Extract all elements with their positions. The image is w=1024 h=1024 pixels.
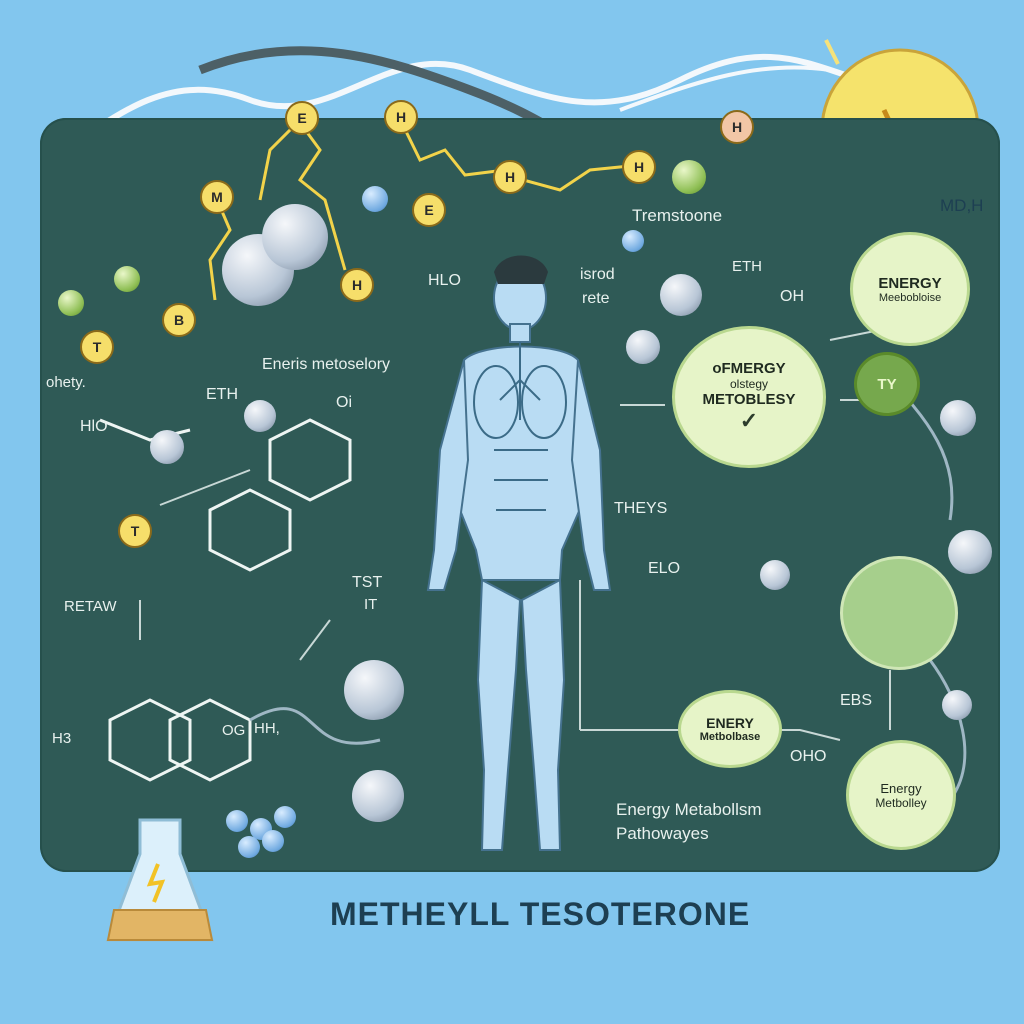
bubble-line: ENERY (706, 715, 754, 731)
bubble-green-cell (840, 556, 958, 670)
human-figure (426, 255, 612, 851)
label-og: OG (222, 722, 246, 739)
label-enerig: Eneris metoselory (262, 356, 391, 373)
atom-m: M (200, 180, 234, 214)
label-oho: OHO (790, 748, 827, 765)
label-oi: Oi (336, 394, 352, 411)
molecule-ball (238, 836, 260, 858)
atom-h: H (720, 110, 754, 144)
bubble-line: Energy (880, 780, 922, 796)
label-h3: H3 (52, 730, 72, 747)
molecule-ball (942, 690, 972, 720)
label-theys: THEYS (614, 500, 668, 517)
bubble-line: TY (877, 375, 897, 393)
bubble-line: METOBLESY (702, 391, 796, 408)
atom-b: B (162, 303, 196, 337)
molecule-ball (362, 186, 388, 212)
bubble-line: olstegy (729, 377, 769, 391)
atom-h: H (493, 160, 527, 194)
bubble-energy-bottom: Energy Metbolley (846, 740, 956, 850)
atom-e: E (412, 193, 446, 227)
bubble-energy-metobolesy: oFMERGY olstegy METOBLESY ✓ (672, 326, 826, 468)
molecule-ball (244, 400, 276, 432)
molecule-ball (344, 660, 404, 720)
molecule-ball (274, 806, 296, 828)
atom-h: H (340, 268, 374, 302)
label-it: IT (364, 596, 378, 613)
molecule-ball (672, 160, 706, 194)
molecule-ball (622, 230, 644, 252)
bubble-line: oFMERGY (712, 360, 786, 377)
bubble-line: ENERGY (878, 274, 942, 292)
molecule-ball (940, 400, 976, 436)
label-rete: rete (582, 290, 610, 307)
label-hlo-left: HlO (80, 418, 108, 435)
flask-icon (105, 818, 215, 942)
bubble-ty: TY (854, 352, 920, 416)
page-title: METHEYLL TESOTERONE (330, 896, 751, 932)
molecule-ball (262, 204, 328, 270)
molecule-ball (352, 770, 404, 822)
molecule-ball (760, 560, 790, 590)
bubble-energy-top: ENERGY Meebobloise (850, 232, 970, 346)
label-ebs: EBS (840, 692, 873, 709)
atom-t: T (80, 330, 114, 364)
label-tst: TST (352, 574, 383, 591)
label-hlo-top: HLO (428, 272, 461, 289)
label-eth-left: ETH (206, 386, 238, 403)
bubble-line: Metbolbase (699, 731, 761, 743)
label-eth-mid: ETH (732, 258, 762, 275)
label-isrod: isrod (580, 266, 615, 283)
label-hh: HH, (254, 720, 280, 737)
label-mdh: MD,H (940, 196, 984, 215)
atom-h: H (622, 150, 656, 184)
label-oheity: ohety. (46, 374, 86, 391)
atom-t: T (118, 514, 152, 548)
bubble-line: Metbolley (875, 795, 927, 810)
label-pathway-1: Energy Metabollsm (616, 800, 762, 819)
check-icon: ✓ (739, 408, 759, 433)
label-pathway-2: Pathowayes (616, 824, 709, 843)
molecule-ball (626, 330, 660, 364)
label-oh-mid: OH (780, 288, 804, 305)
atom-h: H (384, 100, 418, 134)
label-retaw: RETAW (64, 598, 117, 615)
atom-e: E (285, 101, 319, 135)
label-elo: ELO (648, 560, 681, 577)
label-tremstoone: Tremstoone (632, 206, 723, 225)
molecule-ball (114, 266, 140, 292)
molecule-ball (226, 810, 248, 832)
bubble-enery: ENERY Metbolbase (678, 690, 782, 768)
molecule-ball (660, 274, 702, 316)
bubble-line: Meebobloise (878, 291, 942, 304)
molecule-ball (262, 830, 284, 852)
molecule-ball (58, 290, 84, 316)
molecule-ball (948, 530, 992, 574)
molecule-ball (150, 430, 184, 464)
